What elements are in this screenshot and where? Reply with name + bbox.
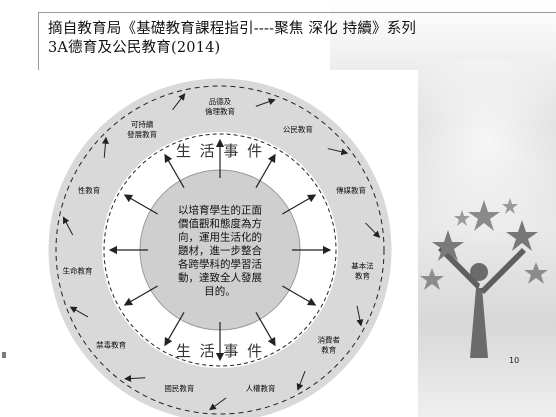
- domain-label-human-rights: 人權教育: [246, 383, 276, 393]
- domain-label-sex: 性教育: [78, 185, 101, 195]
- frame-top-line: [38, 12, 556, 13]
- domain-label-consumer: 教育: [321, 344, 336, 354]
- domain-label-moral: 倫理教育: [205, 106, 235, 116]
- radial-arrow: [123, 194, 158, 215]
- domain-arrow: [327, 148, 349, 156]
- title-line-1: 摘自教育局《基礎教育課程指引----聚焦 深化 持續》系列: [48, 21, 417, 37]
- domain-label-sustainable: 發展教育: [127, 129, 157, 139]
- domain-arrow: [69, 306, 89, 318]
- center-text-line: 價值觀和態度為方: [178, 217, 262, 230]
- center-text-line: 向，運用生活化的: [178, 231, 262, 244]
- domain-arrow: [296, 370, 306, 391]
- domain-label-moral: 品德及: [209, 96, 232, 106]
- domain-label-anti-drug: 禁毒教育: [96, 339, 126, 349]
- education-circle-diagram: 生 活 事 件生 活 事 件以培育學生的正面價值觀和態度為方向，運用生活化的題材…: [47, 77, 393, 417]
- domain-label-national: 國民教育: [164, 383, 194, 393]
- radial-arrow: [255, 153, 276, 188]
- center-text-line: 以培育學生的正面: [178, 204, 262, 217]
- radial-arrow: [282, 285, 317, 306]
- title-line-2: 3A德育及公民教育(2014): [48, 40, 221, 56]
- domain-label-basic-law: 教育: [355, 270, 370, 280]
- radial-arrow: [282, 194, 317, 215]
- center-text-line: 各跨學科的學習活: [178, 258, 262, 271]
- domain-arrow: [365, 222, 381, 239]
- domain-arrow: [124, 375, 146, 382]
- radial-arrow: [123, 285, 158, 306]
- ring-label-top: 生 活 事 件: [176, 142, 264, 160]
- center-text-line: 題材，進一步整合: [178, 244, 262, 257]
- radial-arrow: [164, 312, 185, 347]
- domain-arrow: [172, 93, 186, 111]
- domain-arrow: [62, 216, 74, 236]
- middle-dashed-circle: [103, 133, 337, 367]
- domain-label-life: 生命教育: [62, 265, 92, 275]
- domain-arrow: [356, 305, 364, 327]
- radial-arrow: [255, 312, 276, 347]
- center-text-line: 動，達致全人發展: [178, 271, 262, 284]
- tree-people-logo: [420, 198, 548, 358]
- page-number: 10: [509, 356, 520, 365]
- domain-label-sustainable: 可持續: [131, 119, 154, 129]
- ring-label-bottom: 生 活 事 件: [176, 342, 264, 360]
- domain-label-civic: 公民教育: [283, 124, 313, 134]
- domain-label-basic-law: 基本法: [351, 260, 374, 270]
- radial-arrow: [164, 153, 185, 188]
- center-text-line: 目的。: [204, 285, 236, 298]
- slide-title: 摘自教育局《基礎教育課程指引----聚焦 深化 持續》系列 3A德育及公民教育(…: [48, 20, 548, 58]
- domain-arrow: [101, 136, 109, 158]
- outer-dashed-circle: [55, 85, 385, 415]
- domain-label-media: 傳媒教育: [336, 185, 366, 195]
- left-edge-mark: [2, 352, 6, 358]
- domain-label-consumer: 消費者: [318, 334, 341, 344]
- domain-arrow: [209, 397, 227, 411]
- domain-arrow: [255, 98, 276, 107]
